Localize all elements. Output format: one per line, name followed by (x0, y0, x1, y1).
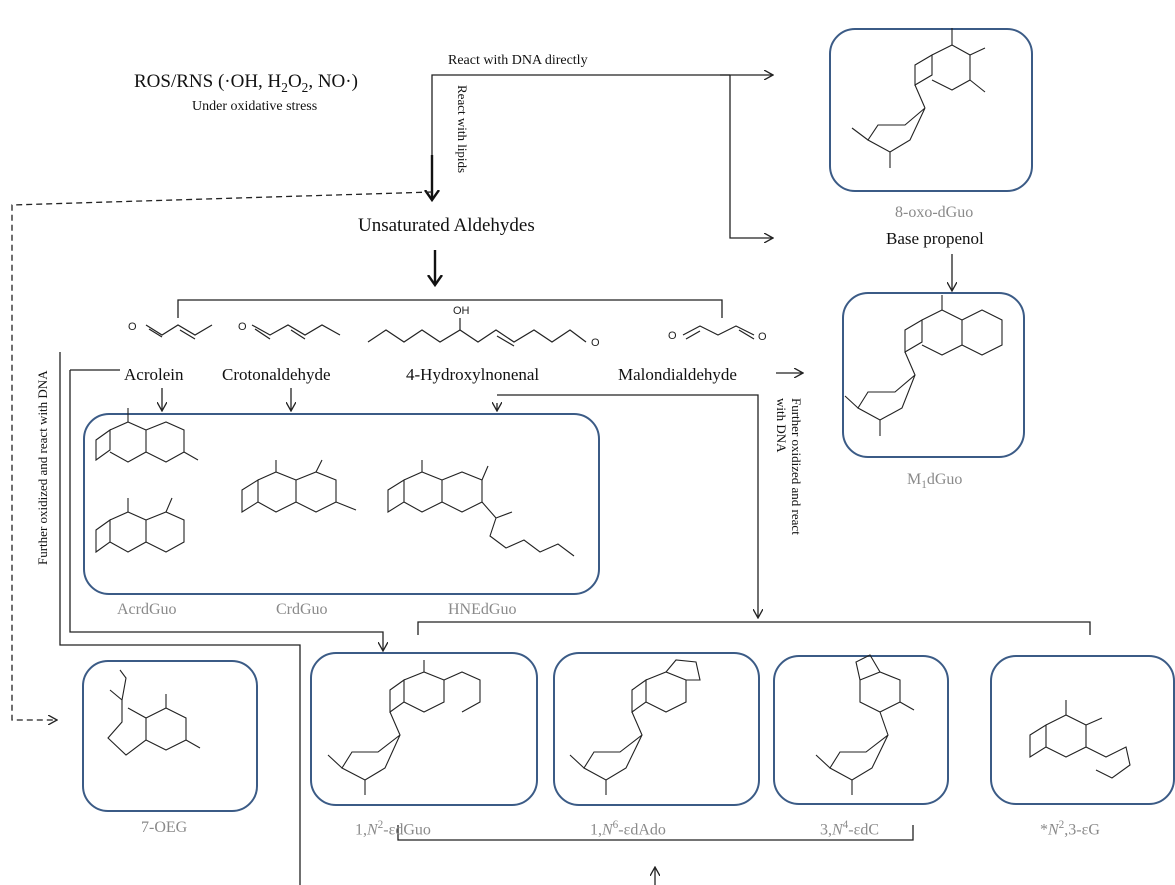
hnedguo-structure (387, 460, 575, 557)
box-m1dguo (842, 292, 1025, 458)
caption-8-oxo-dguo: 8-oxo-dGuo (895, 204, 974, 221)
acrolein-label: Acrolein (124, 365, 184, 384)
malondialdehyde-label: Malondialdehyde (618, 365, 737, 384)
caption-7-oeg: 7-OEG (141, 819, 188, 836)
svg-text:O: O (591, 337, 600, 349)
caption-crdguo: CrdGuo (276, 601, 328, 618)
bracket-aldehydes (177, 299, 723, 318)
bracket-etheno (417, 621, 1091, 635)
unsaturated-aldehydes-label: Unsaturated Aldehydes (358, 215, 535, 236)
edge-ros-to-dna (431, 74, 730, 155)
caption-hnedguo: HNEdGuo (448, 601, 517, 618)
box-e-dguo (310, 652, 538, 806)
crotonaldehyde-structure (251, 324, 341, 336)
caption-acrdguo: AcrdGuo (117, 601, 177, 618)
caption-e-dc: 3,N4-εdC (820, 819, 879, 839)
acrdguo-structure-1 (95, 408, 199, 463)
malondialdehyde-structure (682, 325, 755, 336)
box-7-oeg (82, 660, 258, 812)
box-e-dado (553, 652, 760, 806)
edge-label-react-dna: React with DNA directly (448, 53, 588, 68)
e-dado-structure (569, 659, 701, 795)
oxo-dguo-structure (851, 28, 986, 168)
base-propenol-label: Base propenol (886, 229, 984, 248)
crotonaldehyde-label: Crotonaldehyde (222, 365, 331, 384)
crdguo-structure (241, 459, 357, 513)
box-e-g (990, 655, 1175, 805)
svg-text:O: O (758, 331, 767, 343)
oeg-structure (107, 669, 201, 756)
oxidative-stress-subtitle: Under oxidative stress (192, 99, 318, 114)
hydroxynonenal-label: 4-Hydroxylnonenal (406, 365, 540, 384)
svg-text:OH: OH (453, 305, 470, 317)
box-e-dc (773, 655, 949, 805)
svg-text:O: O (128, 321, 137, 333)
acrolein-structure (145, 324, 213, 336)
box-8-oxo-dguo (829, 28, 1033, 192)
m1dguo-structure (844, 295, 1003, 436)
edge-dashed-7oeg (11, 191, 433, 720)
e-g-structure (1029, 700, 1131, 779)
e-dc-structure (815, 654, 915, 795)
e-dguo-structure (327, 660, 481, 795)
caption-e-dado: 1,N6-εdAdo (590, 819, 666, 839)
caption-m1dguo: M1dGuo (907, 471, 963, 492)
caption-e-g: *N2,3-εG (1040, 819, 1100, 839)
caption-e-dguo: 1,N2-εdGuo (355, 819, 431, 839)
svg-text:O: O (668, 330, 677, 342)
svg-text:O: O (238, 321, 247, 333)
ros-rns-title: ROS/RNS (·OH, H2O2, NO·) (134, 71, 358, 95)
hne-structure (367, 329, 587, 343)
acrdguo-structure-2 (95, 497, 185, 554)
box-aldehyde-adducts (83, 413, 600, 595)
